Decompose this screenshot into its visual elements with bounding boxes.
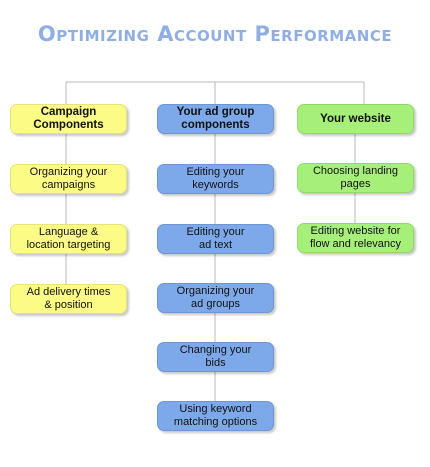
ad-group-components-header: Your ad group components (157, 104, 274, 134)
editing-keywords-box: Editing your keywords (157, 164, 274, 194)
editing-website-box: Editing website for flow and relevancy (297, 223, 414, 253)
editing-ad-text-box: Editing your ad text (157, 224, 274, 254)
changing-bids-box: Changing your bids (157, 342, 274, 372)
keyword-matching-options-box: Using keyword matching options (157, 401, 274, 431)
diagram-title: Optimizing Account Performance (37, 22, 393, 46)
organizing-ad-groups-box: Organizing your ad groups (157, 283, 274, 313)
choosing-landing-pages-box: Choosing landing pages (297, 163, 414, 193)
language-location-targeting-box: Language & location targeting (10, 224, 127, 254)
organizing-campaigns-box: Organizing your campaigns (10, 164, 127, 194)
your-website-header: Your website (297, 104, 414, 134)
campaign-components-header: Campaign Components (10, 104, 127, 134)
ad-delivery-times-box: Ad delivery times & position (10, 284, 127, 314)
